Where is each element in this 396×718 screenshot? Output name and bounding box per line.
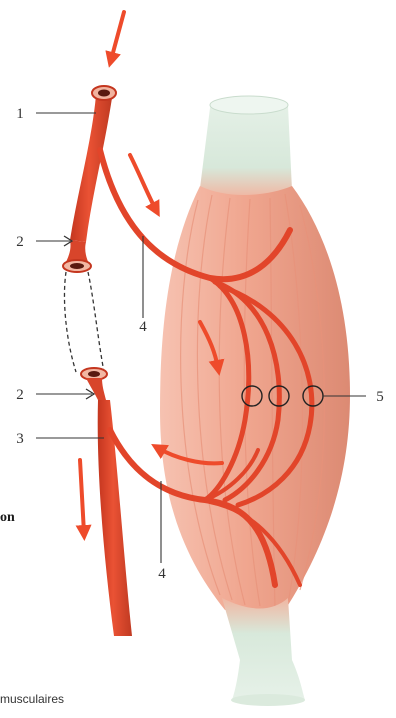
lower-artery — [81, 368, 132, 636]
arrow-outflow — [80, 460, 84, 533]
label-2-bottom: 2 — [16, 387, 24, 403]
label-5: 5 — [376, 389, 384, 405]
label-3: 3 — [16, 431, 24, 447]
muscle-bottom-tendon — [222, 598, 305, 700]
label-1: 1 — [16, 106, 24, 122]
arrow-inflow — [111, 12, 124, 60]
muscle-top-tendon-cap — [210, 96, 288, 114]
cropped-bold-fragment: on — [0, 510, 15, 525]
cut-connection-lines — [64, 272, 104, 372]
cropped-caption-fragment: musculaires — [0, 692, 64, 706]
label-2-top: 2 — [16, 234, 24, 250]
arrow-upper-branch — [130, 155, 156, 210]
label-4-bottom: 4 — [158, 566, 166, 582]
muscle-bottom-tendon-end — [231, 694, 305, 706]
label-4-top: 4 — [139, 319, 147, 335]
